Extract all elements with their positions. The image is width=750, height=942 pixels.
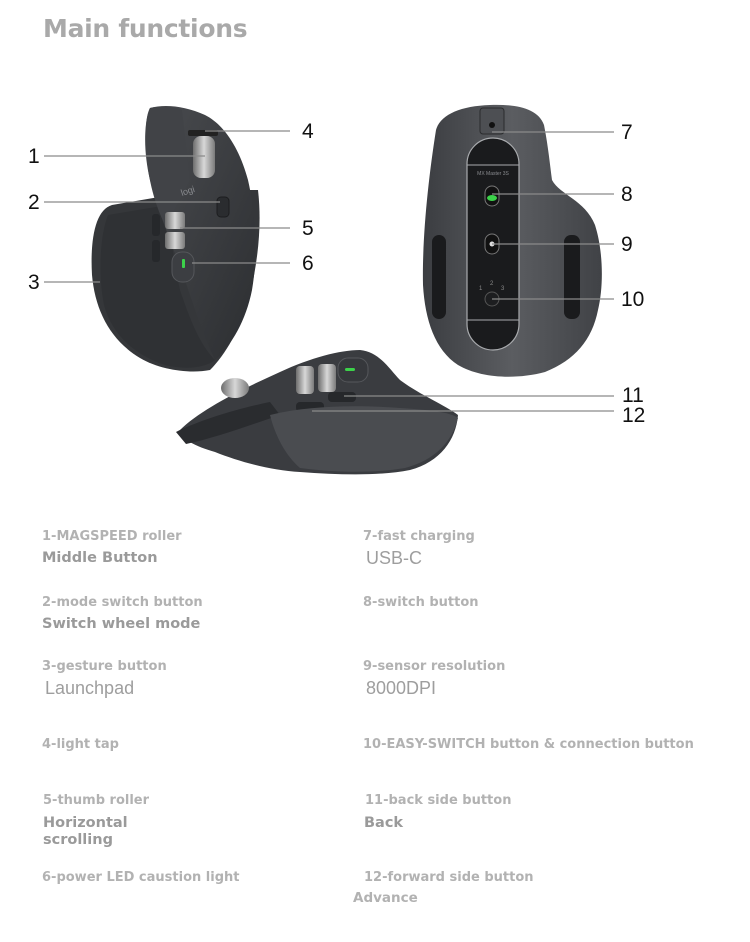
spec-value: Launchpad — [45, 678, 135, 698]
spec-item-2: 2-mode switch button Switch wheel mode — [42, 595, 203, 633]
spec-label: 6-power LED caustion light — [42, 870, 240, 885]
spec-item-4: 4-light tap — [42, 737, 119, 752]
spec-item-12: 12-forward side button Advance — [353, 870, 534, 906]
spec-label: 11-back side button — [365, 793, 512, 808]
callout-7: 7 — [621, 121, 633, 144]
callout-4: 4 — [302, 120, 314, 143]
spec-label: 1-MAGSPEED roller — [42, 529, 182, 544]
spec-item-11: 11-back side button Back — [364, 793, 512, 832]
spec-value: Middle Button — [42, 550, 158, 566]
callout-9: 9 — [621, 233, 633, 256]
spec-label: 7-fast charging — [363, 529, 475, 544]
spec-label: 2-mode switch button — [42, 595, 203, 610]
spec-label: 12-forward side button — [364, 870, 534, 885]
mouse-top-view: logi — [44, 106, 290, 372]
spec-label: 4-light tap — [42, 737, 119, 752]
page-title: Main functions — [43, 14, 248, 43]
spec-item-9: 9-sensor resolution 8000DPI — [363, 659, 505, 699]
spec-label: 3-gesture button — [42, 659, 167, 674]
spec-value: Switch wheel mode — [42, 616, 201, 632]
callout-11: 11 — [622, 384, 644, 407]
svg-text:2: 2 — [490, 281, 494, 287]
spec-item-8: 8-switch button — [363, 595, 479, 610]
spec-label: 9-sensor resolution — [363, 659, 506, 674]
callout-3: 3 — [28, 271, 40, 294]
callout-5: 5 — [302, 217, 314, 240]
spec-label: 8-switch button — [363, 595, 479, 610]
callout-8: 8 — [621, 183, 633, 206]
callout-1: 1 — [28, 145, 40, 168]
spec-label: 10-EASY-SWITCH button & connection butto… — [363, 737, 694, 752]
spec-value: USB-C — [366, 548, 423, 568]
svg-text:3: 3 — [501, 286, 505, 292]
spec-value: Horizontal scrolling — [43, 815, 128, 848]
callout-12: 12 — [622, 404, 646, 427]
spec-item-5: 5-thumb roller Horizontal scrolling — [43, 793, 153, 849]
logo-text: logi — [180, 184, 196, 198]
callout-2: 2 — [28, 191, 40, 214]
mouse-side-view — [176, 350, 614, 475]
spec-value: Advance — [353, 890, 418, 906]
callout-10: 10 — [621, 288, 645, 311]
spec-item-3: 3-gesture button Launchpad — [42, 659, 167, 699]
svg-text:1: 1 — [479, 286, 483, 292]
spec-item-7: 7-fast charging USB-C — [363, 529, 475, 569]
spec-item-10: 10-EASY-SWITCH button & connection butto… — [363, 737, 694, 752]
model-text: MX Master 3S — [477, 171, 509, 177]
mouse-diagram: logi MX Master 3S — [44, 104, 614, 475]
mouse-bottom-view: MX Master 3S 1 2 3 — [422, 104, 614, 377]
spec-item-1: 1-MAGSPEED roller Middle Button — [42, 529, 182, 567]
callout-6: 6 — [302, 252, 314, 275]
spec-label: 5-thumb roller — [43, 793, 150, 808]
spec-item-6: 6-power LED caustion light — [42, 870, 239, 885]
spec-value: Back — [364, 815, 404, 831]
spec-value: 8000DPI — [366, 678, 437, 698]
